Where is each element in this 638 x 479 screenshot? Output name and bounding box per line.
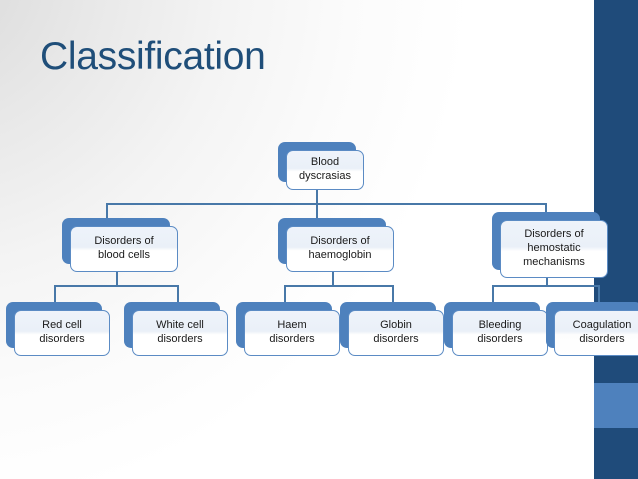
connector-hemo-stem: [546, 270, 548, 286]
node-globin-disorders[interactable]: Globin disorders: [340, 302, 444, 356]
connector-drop-white: [177, 285, 179, 305]
connector-root-stem: [316, 190, 318, 220]
connector-drop-cells: [106, 203, 108, 225]
node-face: Red cell disorders: [14, 310, 110, 356]
node-label: Red cell disorders: [39, 319, 85, 345]
connector-hb-bus: [284, 285, 394, 287]
connector-drop-globin: [392, 285, 394, 305]
connector-drop-haem: [284, 285, 286, 305]
connector-level2-bus: [106, 203, 546, 205]
node-face: White cell disorders: [132, 310, 228, 356]
page-title: Classification: [40, 35, 266, 78]
node-face: Disorders of haemoglobin: [286, 226, 394, 272]
node-coagulation-disorders[interactable]: Coagulation disorders: [546, 302, 638, 356]
node-label: Haem disorders: [269, 319, 315, 345]
node-label: Globin disorders: [373, 319, 419, 345]
connector-hb-stem: [332, 264, 334, 286]
node-label: Disorders of haemoglobin: [308, 235, 372, 261]
connector-drop-red: [54, 285, 56, 305]
node-face: Coagulation disorders: [554, 310, 638, 356]
node-disorders-of-hemostatic-mechanisms[interactable]: Disorders of hemostatic mechanisms: [492, 212, 608, 278]
connector-hemo-bus: [492, 285, 600, 287]
node-face: Blood dyscrasias: [286, 150, 364, 190]
connector-cells-stem: [116, 264, 118, 286]
node-face: Haem disorders: [244, 310, 340, 356]
node-face: Bleeding disorders: [452, 310, 548, 356]
node-face: Globin disorders: [348, 310, 444, 356]
node-disorders-of-blood-cells[interactable]: Disorders of blood cells: [62, 218, 178, 272]
node-white-cell-disorders[interactable]: White cell disorders: [124, 302, 228, 356]
node-face: Disorders of hemostatic mechanisms: [500, 220, 608, 278]
node-label: Bleeding disorders: [477, 319, 523, 345]
node-disorders-of-haemoglobin[interactable]: Disorders of haemoglobin: [278, 218, 394, 272]
connector-cells-bus: [54, 285, 178, 287]
node-label: Coagulation disorders: [572, 319, 632, 345]
node-blood-dyscrasias[interactable]: Blood dyscrasias: [278, 142, 364, 190]
connector-drop-hemo: [545, 203, 547, 219]
node-label: Blood dyscrasias: [299, 156, 351, 182]
connector-drop-bleed: [492, 285, 494, 305]
connector-drop-coag: [598, 285, 600, 305]
node-red-cell-disorders[interactable]: Red cell disorders: [6, 302, 110, 356]
right-accent-bar-bottom: [594, 428, 638, 479]
right-accent-bar-band: [594, 383, 638, 428]
node-label: Disorders of hemostatic mechanisms: [523, 228, 585, 268]
node-label: White cell disorders: [156, 319, 204, 345]
node-bleeding-disorders[interactable]: Bleeding disorders: [444, 302, 548, 356]
node-haem-disorders[interactable]: Haem disorders: [236, 302, 340, 356]
node-face: Disorders of blood cells: [70, 226, 178, 272]
node-label: Disorders of blood cells: [94, 235, 154, 261]
